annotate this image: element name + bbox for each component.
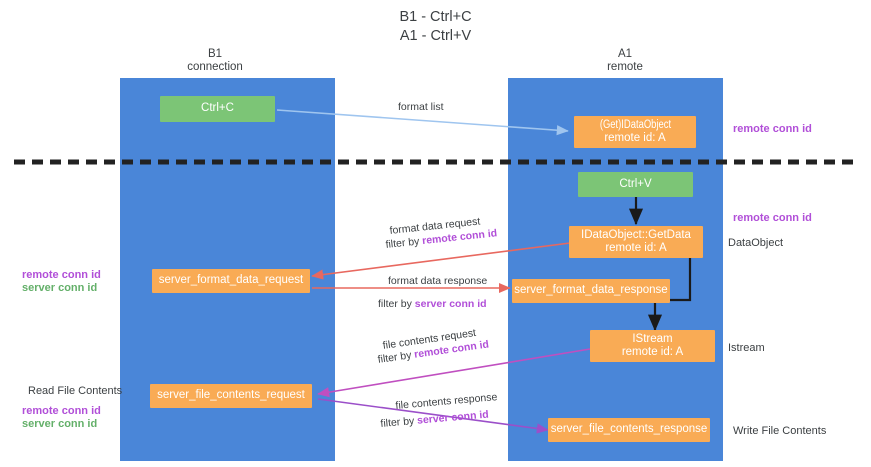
box-server-file-contents-response-label: server_file_contents_response [550,423,708,436]
box-idataobject-getdata-line1: IDataObject::GetData [581,228,691,241]
box-get-idataobject[interactable]: (Get)IDataObject remote id: A [574,116,696,148]
box-server-file-contents-request-label: server_file_contents_request [157,389,305,402]
lane-header-a1-role: remote [607,61,643,73]
filter-prefix: filter by [378,298,415,310]
annotation-right-remote-conn-id-top: remote conn id [733,123,812,135]
box-server-format-data-response-label: server_format_data_response [514,284,668,297]
lane-header-a1-name: A1 [617,48,633,60]
filter-key-server-conn-id: server conn id [414,298,487,310]
filter-prefix: filter by [385,235,423,251]
annotation-left-read-file-contents: Read File Contents [28,385,123,397]
box-ctrl-v-label: Ctrl+V [619,177,652,190]
box-get-idataobject-line1: (Get)IDataObject [599,118,671,131]
annotation-left-server-conn-id-mid: server conn id [22,282,98,294]
box-istream-line1: IStream [632,332,673,345]
box-get-idataobject-line2: remote id: A [604,132,666,144]
edge-label-format-data-response-line1: format data response [388,275,488,287]
box-idataobject-getdata-line2: remote id: A [605,242,667,254]
box-server-file-contents-request[interactable]: server_file_contents_request [150,384,312,408]
box-ctrl-c-label: Ctrl+C [201,102,234,115]
annotation-left-remote-conn-id-mid: remote conn id [22,269,101,281]
filter-key-server-conn-id: server conn id [416,408,490,427]
annotation-right-istream: Istream [728,342,765,354]
box-ctrl-c[interactable]: Ctrl+C [160,96,275,122]
diagram-title-line2: A1 - Ctrl+V [399,28,472,44]
box-istream-line2: remote id: A [621,346,684,358]
box-server-format-data-request-label: server_format_data_request [158,274,304,287]
annotation-left-server-conn-id-bottom: server conn id [22,418,98,430]
annotation-right-dataobject: DataObject [728,237,784,249]
filter-prefix: filter by [380,414,418,430]
annotation-right-remote-conn-id-mid: remote conn id [733,212,812,224]
diagram-title-line1: B1 - Ctrl+C [399,9,472,25]
lane-header-b1-name: B1 [207,48,223,60]
annotation-left-remote-conn-id-bottom: remote conn id [22,405,101,417]
box-istream[interactable]: IStream remote id: A [590,330,715,362]
lane-header-b1-role: connection [187,61,243,73]
edge-label-format-data-response-filter: filter by server conn id [378,298,487,311]
box-server-format-data-request[interactable]: server_format_data_request [152,269,310,293]
box-ctrl-v[interactable]: Ctrl+V [578,172,693,197]
box-idataobject-getdata[interactable]: IDataObject::GetData remote id: A [569,226,703,258]
box-server-file-contents-response[interactable]: server_file_contents_response [548,418,710,442]
edge-label-format-list: format list [398,101,444,113]
annotation-right-write-file-contents: Write File Contents [733,425,827,437]
box-server-format-data-response[interactable]: server_format_data_response [512,279,670,303]
